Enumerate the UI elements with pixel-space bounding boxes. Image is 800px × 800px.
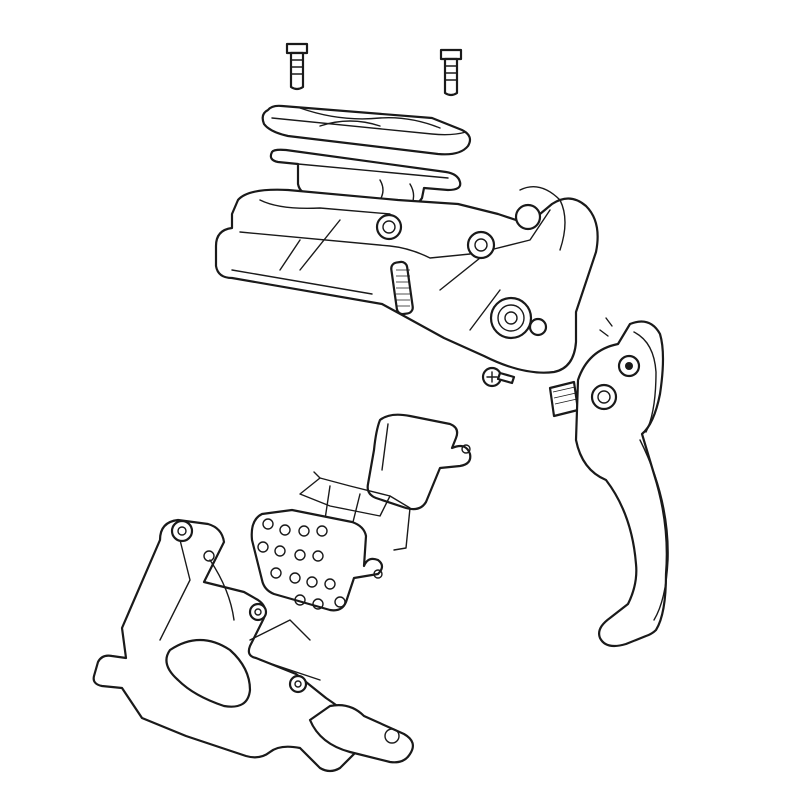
reservoir-bolt-left [285,42,309,91]
master-cylinder-body [214,186,599,374]
lever-screw [481,366,516,388]
brake-lever [548,317,669,648]
brake-pad-front [250,508,384,612]
reservoir-cap [261,104,472,156]
caliper [92,518,415,773]
brake-pad-rear [366,413,472,511]
reservoir-bolt-right [439,48,463,97]
